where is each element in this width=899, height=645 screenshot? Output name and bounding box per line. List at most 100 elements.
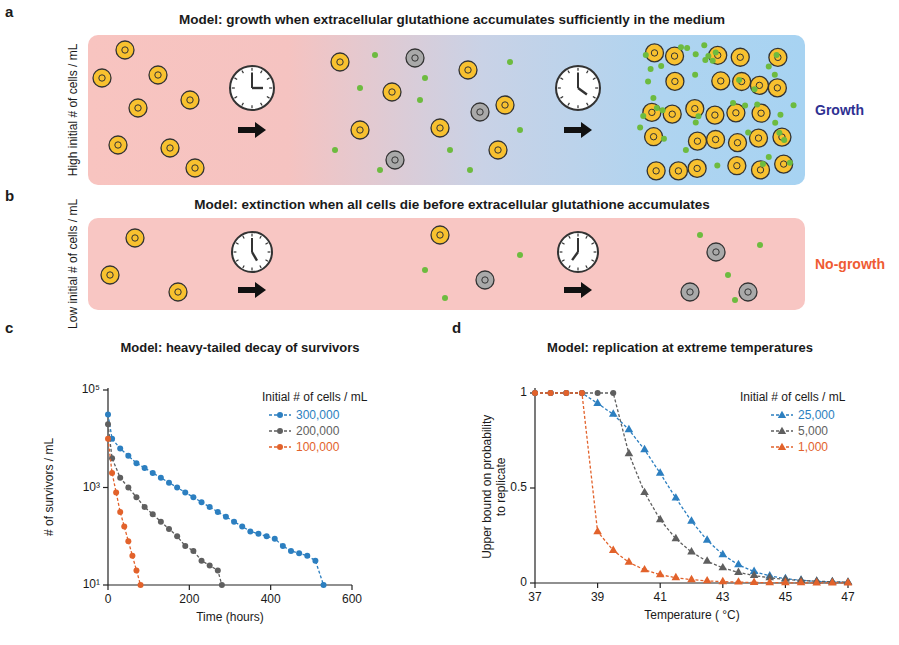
live-cell [688,159,706,177]
glutathione-dot [752,86,758,92]
tick-label: 37 [528,591,541,605]
time-arrow [564,122,592,138]
tick-label: 10⁵ [82,383,100,397]
glutathione-dot [377,167,383,173]
tick-label: 400 [261,593,281,607]
live-cell [459,61,477,79]
live-cell [126,229,144,247]
legend-text: 100,000 [296,440,339,454]
legend-entry: 300,000 [268,408,339,422]
legend-title: Initial # of cells / mL [262,391,367,405]
live-cell [669,162,687,180]
legend-entry: 200,000 [268,424,339,438]
glutathione-dot [713,50,719,56]
live-cell [116,41,134,59]
live-cell [169,283,187,301]
legend-entry: 1,000 [770,440,828,454]
tick-label: 600 [342,593,362,607]
live-cell [647,162,665,180]
glutathione-dot [422,267,428,273]
glutathione-dot [714,162,720,168]
survivor-series [105,436,144,588]
glutathione-dot [517,127,523,133]
glutathione-dot [507,59,513,65]
glutathione-dot [678,44,684,50]
dead-cell [386,151,404,169]
legend-entry: 5,000 [770,424,828,438]
axes-d [530,388,848,588]
glutathione-dot [517,252,523,258]
live-cell [750,129,768,147]
legend-text: 1,000 [798,440,828,454]
glutathione-dot [774,52,780,58]
glutathione-dot [684,45,690,51]
survivor-series [105,421,225,588]
legend-text: 200,000 [296,424,339,438]
axis-title: High initial # of cells / mL [67,44,81,177]
glutathione-dot [640,113,646,119]
tick-label: 1 [520,386,527,400]
glutathione-dot [660,107,666,113]
live-cell [431,119,449,137]
legend-text: 25,000 [798,408,835,422]
axis-title: Low initial # of cells / mL [67,199,81,329]
glutathione-dot [693,51,699,57]
live-cell [645,128,663,146]
glutathione-dot [637,125,643,131]
live-cell [645,44,663,62]
glutathione-dot [447,147,453,153]
glutathione-dot [650,95,656,101]
live-cell [101,266,119,284]
clock-icon [232,232,272,272]
no-growth-band [88,218,805,310]
live-cell [706,106,724,124]
legend-text: 300,000 [296,408,339,422]
dead-cell [476,271,494,289]
legend-text: 5,000 [798,424,828,438]
glutathione-dot [661,136,667,142]
live-cell [331,53,349,71]
time-arrow [238,122,266,138]
live-cell [186,159,204,177]
tick-label: 10³ [83,481,100,495]
glutathione-dot [791,102,797,108]
glutathione-dot [658,63,664,69]
glutathione-dot [372,52,378,58]
glutathione-dot [732,297,738,303]
live-cell [775,155,793,173]
tick-label: 47 [841,591,854,605]
glutathione-dot [693,119,699,125]
live-cell [729,134,747,152]
glutathione-dot [422,75,428,81]
clock-icon [230,66,274,110]
panel-letter: c [5,319,13,336]
legend-sample [268,409,292,421]
tick-label: 0 [520,576,527,590]
dead-cell [707,243,725,261]
glutathione-dot [757,242,763,248]
axis-title: Upper bound on probability to replicate [481,412,509,562]
glutathione-dot [332,147,338,153]
glutathione-dot [692,72,698,78]
live-cell [709,46,727,64]
panel-letter: d [452,319,461,336]
live-cell [752,104,770,122]
panel-title: Model: growth when extracellular glutath… [179,12,725,28]
legend-title: Initial # of cells / mL [740,391,845,405]
glutathione-dot [710,58,716,64]
replication-series [532,390,852,585]
axis-title: Time (hours) [196,611,264,625]
survivor-series [105,411,327,588]
live-cell [768,79,786,97]
glutathione-dot [736,77,742,83]
live-cell [731,48,749,66]
tick-label: 0.5 [510,481,527,495]
live-cell [351,121,369,139]
glutathione-dot [357,85,363,91]
live-cell [149,66,167,84]
live-cell [728,157,746,175]
live-cell [383,83,401,101]
legend-sample [268,441,292,453]
tick-label: 45 [779,591,792,605]
